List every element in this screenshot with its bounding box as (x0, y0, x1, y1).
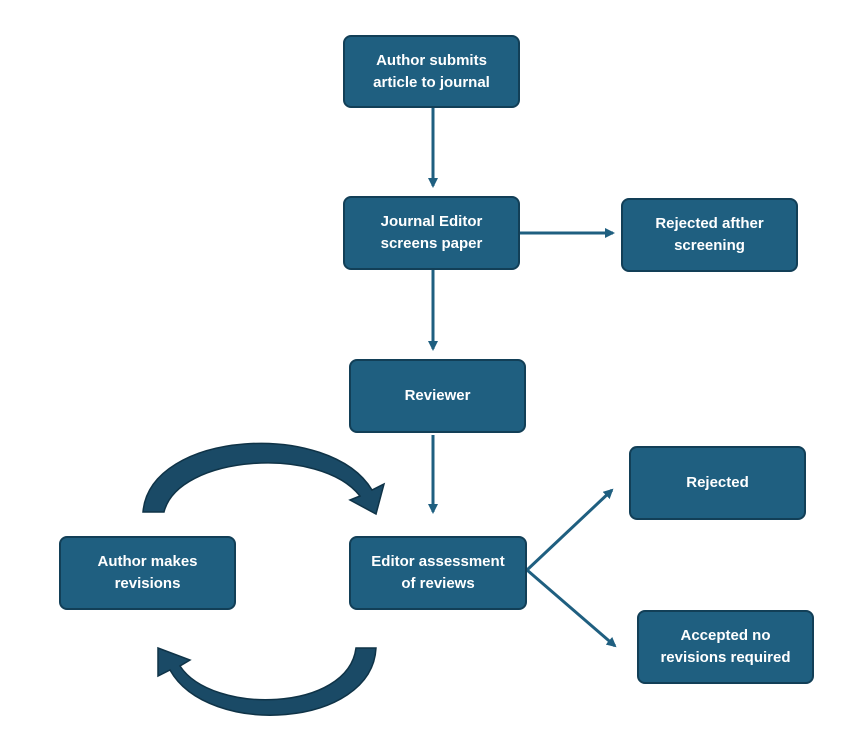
node-author-submits: Author submits article to journal (343, 35, 520, 108)
node-accepted-line2: revisions required (660, 649, 791, 666)
node-editor-screens-line1: Journal Editor (380, 213, 483, 230)
node-author-submits-line1: Author submits (376, 51, 487, 69)
node-author-submits-line2: article to journal (373, 73, 490, 91)
node-editor-assessment-line1: Editor assessment (371, 553, 505, 570)
node-rejected-label: Rejected (686, 474, 749, 491)
node-author-revisions: Author makes revisions (59, 536, 236, 610)
node-editor-screens: Journal Editor screens paper (343, 196, 520, 270)
node-rejected-after-screening-line1: Rejected afther (655, 215, 764, 232)
node-rejected-after-screening: Rejected afther screening (621, 198, 798, 272)
node-accepted-line1: Accepted no (680, 627, 771, 644)
node-reviewer-label: Reviewer (404, 387, 471, 404)
node-editor-assessment: Editor assessment of reviews (349, 536, 527, 610)
loop-arrow-assessment-to-revisions (157, 646, 377, 716)
node-accepted: Accepted no revisions required (637, 610, 814, 684)
node-author-revisions-line1: Author makes (97, 553, 198, 570)
arrow-assessment-to-accepted (526, 568, 617, 648)
arrow-assessment-to-rejected (525, 488, 614, 572)
node-reviewer: Reviewer (349, 359, 526, 433)
node-rejected-after-screening-line2: screening (674, 237, 745, 254)
node-editor-screens-line2: screens paper (380, 235, 483, 252)
node-author-revisions-line2: revisions (114, 575, 181, 592)
node-rejected: Rejected (629, 446, 806, 520)
loop-arrow-revisions-to-assessment (142, 442, 386, 516)
node-editor-assessment-line2: of reviews (401, 575, 475, 592)
